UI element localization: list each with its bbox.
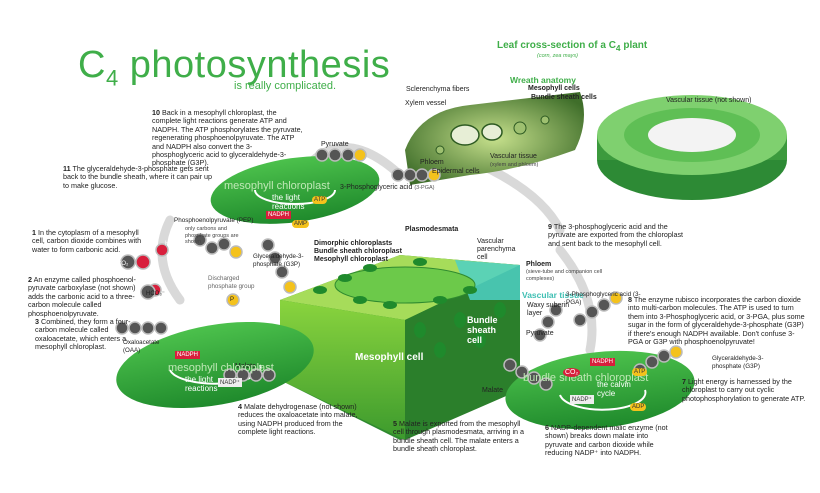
leaf-heading: Leaf cross-section of a C4 plant bbox=[497, 40, 648, 53]
hco3-label: HCO₃⁻ bbox=[146, 291, 165, 297]
h2o-label: H₂O bbox=[165, 241, 177, 247]
note-8: 8 The enzyme rubisco incorporates the ca… bbox=[628, 295, 805, 347]
note-1: 1 In the cytoplasm of a mesophyll cell, … bbox=[32, 228, 142, 254]
top-light-reactions: the light reactions bbox=[272, 193, 305, 211]
vascular-not-shown-label: Vascular tissue (not shown) bbox=[666, 97, 752, 104]
pep-label: Phosphoenolpyruvate (PEP) bbox=[174, 217, 254, 224]
note-2: 2 An enzyme called phosphoenol-pyruvate … bbox=[28, 275, 136, 318]
nadph-badge-top: NADPH bbox=[266, 211, 292, 219]
g3p-right-label: Glyceraldehyde-3-phosphate (G3P) bbox=[712, 355, 764, 370]
nadph-badge-right: NADPH bbox=[590, 358, 616, 366]
malate-left-label: Malate bbox=[235, 363, 257, 370]
pga-top-label: 3-Phosphoglyceric acid (3-PGA) bbox=[340, 184, 435, 191]
vascular-parenchyma-label: Vascular parenchyma cell bbox=[477, 238, 516, 261]
dimorphic-label: Dimorphic chloroplasts bbox=[314, 240, 393, 247]
page-subtitle: is really complicated. bbox=[234, 80, 337, 92]
left-light-reactions: the light reactions bbox=[185, 375, 218, 393]
chloroplast-top bbox=[210, 156, 380, 224]
xylem-label: Xylem vessel bbox=[405, 100, 447, 107]
malate-right-label: Malate bbox=[482, 387, 504, 394]
vascular-tissue-leaf-label: Vascular tissue bbox=[490, 153, 537, 160]
pyruvate-top-label: Pyruvate bbox=[321, 141, 349, 148]
note-7: 7 Light energy is harnessed by the chlor… bbox=[682, 377, 806, 403]
pep-sub: only carbons and phosphate groups are sh… bbox=[185, 226, 239, 245]
note-6: 6 NADP-dependent malic enzyme (not shown… bbox=[545, 423, 668, 458]
molecule-chains bbox=[115, 148, 683, 391]
atp-badge-top: ATP bbox=[312, 196, 328, 204]
waxy-label: Waxy suberin layer bbox=[527, 302, 570, 317]
chloroplast-right bbox=[505, 350, 695, 430]
nadp-badge-left: NADP⁺ bbox=[218, 378, 242, 387]
leaf-cross-section-image bbox=[405, 92, 584, 185]
bs-chloroplast-label: Bundle sheath chloroplast bbox=[314, 248, 402, 255]
phloem-leaf-label: Phloem bbox=[420, 159, 444, 166]
nadph-badge-left: NADPH bbox=[175, 351, 201, 359]
bundle-sheath-cells-label: Bundle sheath cells bbox=[531, 94, 597, 101]
bundle-sheath-cell-label: Bundle sheath cell bbox=[467, 315, 498, 345]
pyruvate-right-label: Pyruvate bbox=[526, 330, 554, 337]
phosphate-p-label: P bbox=[230, 297, 235, 303]
meso-chloroplast-label: Mesophyll chloroplast bbox=[314, 256, 388, 263]
calvin-cycle-label: the calvin cycle bbox=[597, 380, 631, 398]
note-10: 10 Back in a mesophyll chloroplast, the … bbox=[152, 108, 303, 168]
page-title: C4 photosynthesis bbox=[78, 44, 391, 91]
wreath-ring-model bbox=[597, 95, 787, 200]
note-3: 3 Combined, they form a four-carbon mole… bbox=[35, 317, 131, 352]
co2-label: CO₂ bbox=[117, 261, 129, 267]
atp-badge-right: ATP bbox=[632, 368, 648, 376]
plasmodesmata-label: Plasmodesmata bbox=[405, 226, 459, 233]
phloem-cell-sub: (sieve-tube and companion cell complexes… bbox=[526, 269, 603, 282]
adp-badge-right: ADP bbox=[630, 403, 647, 411]
note-11: 11 The glyceraldehyde-3-phosphate gets s… bbox=[63, 164, 213, 190]
discharged-label: Discharged phosphate group bbox=[208, 275, 255, 290]
note-5: 5 Malate is exported from the mesophyll … bbox=[393, 419, 525, 454]
vascular-tissue-cell-label: Vascular tissue bbox=[522, 290, 584, 300]
g3p-left-label: Glyceraldehyde-3-phosphate (G3P) bbox=[253, 253, 304, 268]
right-chloroplast-label: bundle sheath chloroplast bbox=[523, 372, 649, 384]
co2-right-badge: CO₂ bbox=[563, 368, 581, 377]
mesophyll-cells-label: Mesophyll cells bbox=[528, 85, 580, 92]
mesophyll-cell-label: Mesophyll cell bbox=[355, 352, 424, 363]
cell-block-model bbox=[280, 255, 520, 440]
amp-badge-top: AMP bbox=[292, 220, 310, 228]
note-4: 4 Malate dehydrogenase (not shown) reduc… bbox=[238, 402, 358, 437]
phloem-cell-label: Phloem bbox=[526, 261, 552, 268]
epidermal-label: Epidermal cells bbox=[432, 168, 480, 175]
leaf-species: (corn, zea mays) bbox=[537, 53, 578, 59]
top-chloroplast-label: mesophyll chloroplast bbox=[224, 180, 330, 192]
nadp-badge-right: NADP⁺ bbox=[570, 395, 594, 404]
sclerenchyma-label: Sclerenchyma fibers bbox=[406, 86, 470, 93]
vascular-tissue-sub: (xylem and phloem) bbox=[490, 162, 539, 168]
left-chloroplast-label: mesophyll chloroplast bbox=[168, 362, 274, 374]
pga-right-label: 3-Phosphoglyceric acid (3-PGA) bbox=[566, 291, 641, 306]
wreath-anatomy-label: Wreath anatomy bbox=[510, 75, 576, 85]
note-9: 9 The 3-phosphoglyceric acid and the pyr… bbox=[548, 222, 684, 248]
oaa-label: Oxaloacetate (OAA) bbox=[123, 339, 160, 354]
